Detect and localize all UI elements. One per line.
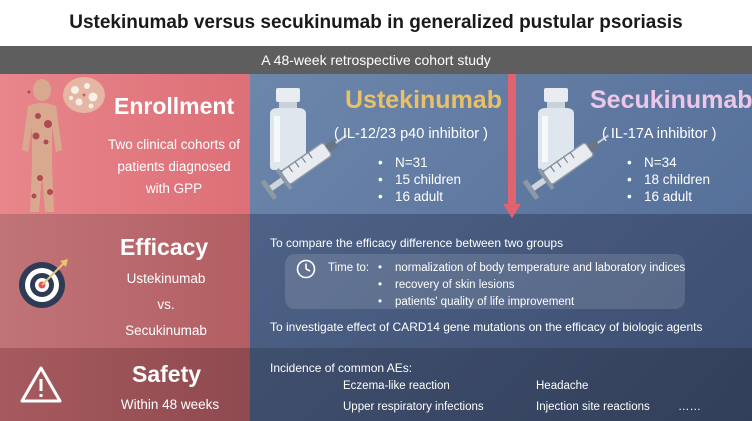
divider-arrow bbox=[503, 74, 521, 218]
syringe-icon bbox=[260, 134, 347, 200]
ae-item: Injection site reactions bbox=[536, 401, 650, 413]
title-bar: Ustekinumab versus secukinumab in genera… bbox=[0, 0, 752, 46]
stat-item: 15 children bbox=[378, 171, 461, 188]
stat-item: N=31 bbox=[378, 154, 461, 171]
enrollment-heading: Enrollment bbox=[114, 93, 235, 119]
enrollment-description: Two clinical cohorts of patients diagnos… bbox=[104, 134, 244, 200]
safety-heading: Safety bbox=[132, 361, 202, 387]
efficacy-heading: Efficacy bbox=[120, 234, 209, 260]
ustekinumab-mechanism: ( IL-12/23 p40 inhibitor ) bbox=[334, 126, 488, 142]
vial-icon bbox=[538, 88, 574, 170]
safety-period: Within 48 weeks bbox=[120, 397, 220, 412]
ustekinumab-stats: N=31 15 children 16 adult bbox=[378, 154, 461, 205]
stat-item: 18 children bbox=[627, 171, 710, 188]
time-to-list: normalization of body temperature and la… bbox=[378, 260, 685, 311]
efficacy-aim-2: To investigate effect of CARD14 gene mut… bbox=[270, 320, 703, 334]
ae-ellipsis: …… bbox=[678, 401, 701, 413]
ustekinumab-name: Ustekinumab bbox=[345, 86, 502, 114]
time-to-label: Time to: bbox=[328, 262, 370, 274]
ae-item: Headache bbox=[536, 380, 589, 392]
target-icon bbox=[19, 259, 68, 308]
secukinumab-stats: N=34 18 children 16 adult bbox=[627, 154, 710, 205]
time-to-item: patients' quality of life improvement bbox=[378, 294, 685, 311]
time-to-item: normalization of body temperature and la… bbox=[378, 260, 685, 277]
time-to-item: recovery of skin lesions bbox=[378, 277, 685, 294]
ae-item: Eczema-like reaction bbox=[343, 380, 450, 392]
skin-lesion-icon bbox=[63, 77, 105, 113]
enrollment-line: patients diagnosed bbox=[117, 159, 231, 174]
enrollment-line: Two clinical cohorts of bbox=[107, 137, 241, 152]
efficacy-comparison: Ustekinumab vs. Secukinumab bbox=[96, 266, 236, 344]
enrollment-line: with GPP bbox=[145, 181, 203, 196]
stat-item: 16 adult bbox=[378, 188, 461, 205]
safety-aes-panel bbox=[250, 348, 752, 421]
page-subtitle: A 48-week retrospective cohort study bbox=[261, 52, 491, 68]
human-figure-icon bbox=[22, 79, 62, 212]
warning-icon bbox=[20, 366, 62, 403]
page-title: Ustekinumab versus secukinumab in genera… bbox=[69, 12, 683, 33]
stat-item: 16 adult bbox=[627, 188, 710, 205]
syringe-icon bbox=[522, 134, 609, 200]
ae-item: Upper respiratory infections bbox=[343, 401, 484, 413]
comparison-line: Secukinumab bbox=[125, 323, 207, 338]
comparison-line: vs. bbox=[157, 297, 175, 312]
subtitle-bar: A 48-week retrospective cohort study bbox=[0, 46, 752, 74]
secukinumab-name: Secukinumab bbox=[590, 86, 752, 114]
clock-icon bbox=[296, 259, 316, 279]
vial-icon bbox=[270, 88, 306, 170]
stat-item: N=34 bbox=[627, 154, 710, 171]
ae-heading: Incidence of common AEs: bbox=[270, 361, 413, 375]
secukinumab-mechanism: ( IL-17A inhibitor ) bbox=[602, 126, 717, 142]
efficacy-aim-1: To compare the efficacy difference betwe… bbox=[270, 236, 564, 250]
comparison-line: Ustekinumab bbox=[126, 271, 206, 286]
